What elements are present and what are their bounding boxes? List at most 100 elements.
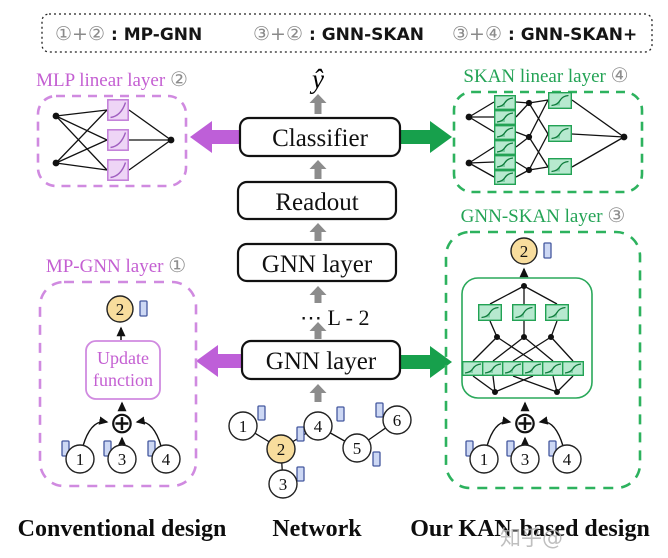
graph-node [342, 433, 372, 463]
neighbor-node-label: 3 [118, 450, 127, 469]
graph-node [382, 405, 412, 435]
skan-function-unit-icon [494, 124, 516, 141]
skan-function-unit-icon [482, 361, 504, 376]
skan-function-unit-icon [542, 361, 564, 376]
skan-panel-border [452, 90, 644, 194]
feature-vector-icon [296, 426, 305, 442]
legend-item-gnn-skan: ③+② : GNN-SKAN [253, 23, 424, 45]
graph-node-label: 1 [239, 417, 248, 436]
caption-kan-based-design: Our KAN-based design [410, 516, 650, 542]
neighbor-node-label: 1 [480, 450, 489, 469]
skan-function-unit-icon [478, 304, 502, 321]
up-arrow-icon [309, 160, 327, 179]
readout-label: Readout [275, 189, 358, 216]
arrow-gnn-to-gnnskan-icon [399, 346, 452, 378]
skan-function-unit-icon [494, 139, 516, 156]
legend-item-gnn-skan-plus: ③+④ : GNN-SKAN+ [452, 23, 637, 45]
gnn-layer-bottom-label: GNN layer [266, 348, 377, 375]
target-node-label: 2 [520, 242, 529, 261]
skan-input-node [465, 113, 473, 121]
graph-node [228, 411, 258, 441]
gnn-skan-panel-border [444, 230, 642, 490]
gnn-layer-top-box [236, 242, 398, 283]
graph-node-label: 3 [279, 475, 288, 494]
classifier-box [238, 116, 402, 158]
feature-vector-icon [257, 405, 266, 421]
neighbor-node [107, 444, 137, 474]
skan-function-unit-icon [562, 361, 584, 376]
mp-gnn-panel-title: MP-GNN layer ① [46, 253, 186, 277]
skan-function-unit-icon [494, 94, 516, 111]
up-arrow-icon [309, 94, 327, 114]
mlp-weight-unit-icon [107, 99, 129, 121]
hidden-layers-note: ⋯ L - 2 [300, 305, 369, 330]
feature-vector-icon [336, 406, 345, 422]
neighbor-node-label: 4 [563, 450, 572, 469]
neighbor-node-label: 4 [162, 450, 171, 469]
skan-links [468, 99, 625, 178]
skan-hidden-node [525, 166, 533, 174]
feature-vector-icon [372, 451, 381, 467]
skan-function-unit-icon [502, 361, 524, 376]
up-arrow-icon [309, 286, 327, 303]
neighbor-message-arrow-icon [486, 416, 512, 447]
feature-vector-icon [296, 466, 305, 482]
mlp-links [55, 109, 172, 171]
skan-function-unit-icon [512, 304, 536, 321]
neighbor-message-arrow-icon [82, 416, 109, 447]
skan-inner-node [492, 389, 498, 395]
target-node-label: 2 [116, 300, 125, 319]
feature-vector-icon [543, 242, 552, 259]
skan-inner-node [521, 283, 527, 289]
legend: ①+② : MP-GNN ③+② : GNN-SKAN ③+④ : GNN-SK… [41, 13, 653, 53]
graph-node [268, 469, 298, 499]
graph-node-label: 5 [353, 439, 362, 458]
graph-node-label: 4 [314, 417, 323, 436]
readout-box [236, 180, 398, 221]
neighbor-message-arrow-icon [135, 416, 162, 447]
mlp-weight-unit-icon [107, 159, 129, 181]
pipeline: ŷ Classifier Readout GNN layer ⋯ L - 2 G… [236, 64, 402, 402]
skan-output-node [620, 133, 628, 141]
legend-border [41, 13, 653, 53]
up-arrow-icon [309, 384, 327, 402]
caption-network: Network [272, 516, 362, 542]
feature-vector-icon [375, 402, 384, 418]
mlp-input-node [52, 159, 60, 167]
skan-inner-network-box [461, 277, 593, 399]
skan-inner-node [548, 334, 554, 340]
skan-function-unit-icon [494, 169, 516, 186]
target-node [106, 295, 134, 323]
mlp-panel-title: MLP linear layer ② [36, 67, 188, 91]
caption-conventional-design: Conventional design [18, 516, 227, 542]
neighbor-node-label: 1 [76, 450, 85, 469]
neighbor-node [469, 444, 499, 474]
mlp-panel-border [36, 94, 188, 188]
arrow-classifier-to-skan-icon [399, 121, 452, 153]
skan-function-unit-icon [548, 91, 572, 110]
graph-node-label: 6 [393, 411, 402, 430]
mlp-output-node [167, 136, 175, 144]
mp-gnn-panel-border [38, 280, 198, 488]
gnn-skan-layer-panel: GNN-SKAN layer ③ 2 [444, 203, 642, 490]
graph-node [303, 411, 333, 441]
mlp-weight-unit-icon [107, 129, 129, 151]
legend-item-mp-gnn: ①+② : MP-GNN [55, 23, 202, 45]
neighbor-node-label: 3 [521, 450, 530, 469]
feature-vector-icon [139, 300, 148, 317]
update-function-box [85, 340, 161, 400]
update-function-label: Update [97, 348, 149, 368]
skan-function-unit-icon [494, 154, 516, 171]
skan-hidden-node [525, 133, 533, 141]
mp-gnn-layer-panel: MP-GNN layer ① 2 Update function ⊕ 1 3 4 [38, 253, 198, 488]
neighbor-node [151, 444, 181, 474]
neighbor-node [552, 444, 582, 474]
gnn-layer-bottom-box [240, 339, 402, 381]
skan-function-unit-icon [462, 361, 484, 376]
skan-linear-layer-panel: SKAN linear layer ④ [452, 63, 644, 194]
gnn-layer-top-label: GNN layer [262, 251, 373, 278]
mlp-linear-layer-panel: MLP linear layer ② [36, 67, 188, 188]
gnn-skan-panel-title: GNN-SKAN layer ③ [461, 203, 626, 227]
skan-hidden-node [525, 99, 533, 107]
